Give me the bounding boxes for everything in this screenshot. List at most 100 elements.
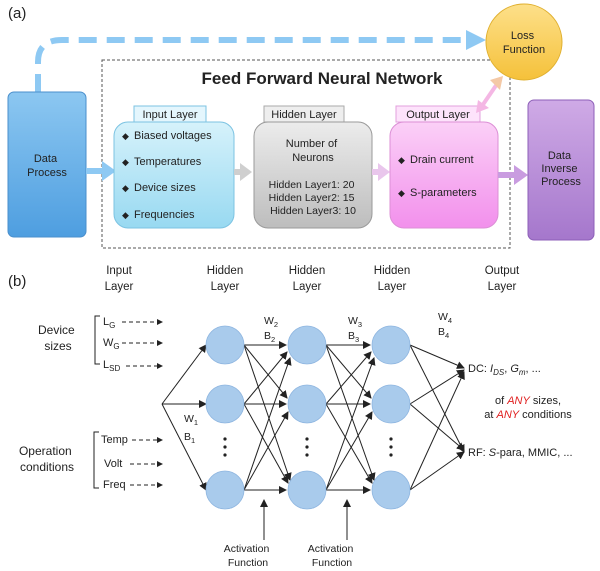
output-connection (409, 451, 465, 491)
dc-output-label: DC: IDS, Gm, ... (468, 363, 541, 377)
neuron-hidden2-2 (287, 384, 327, 424)
any-highlight: ANY (506, 395, 530, 407)
hidden-connection (325, 351, 372, 405)
bias-b3: B3 (348, 330, 359, 344)
hidden-connection (243, 357, 292, 491)
input-item-bullet: ◆ (122, 157, 129, 167)
ellipsis-dot (223, 453, 227, 457)
input-item: Temperatures (134, 156, 202, 168)
neuron-hidden3-3 (371, 470, 411, 510)
output-loss-arrowhead-down (476, 100, 489, 113)
ffnn-frame (101, 59, 511, 249)
neuron-hidden3-1 (371, 325, 411, 365)
input-connection (161, 344, 207, 405)
weight-labels: W1 B1 W2 B2 W3 B3 W4 B4 (184, 311, 452, 445)
ellipsis-dot (223, 437, 227, 441)
device-input-lg: LG (103, 316, 115, 330)
data-process-label: Data Process (27, 153, 67, 179)
bias-b1: B1 (184, 431, 195, 445)
neuron-hidden1-2 (205, 384, 245, 424)
input-item-bullet: ◆ (122, 210, 129, 220)
operation-inputs: Temp Volt Freq (101, 434, 128, 491)
output-connection (409, 403, 465, 451)
data-inverse-box (527, 99, 595, 241)
ellipsis-dots (223, 437, 393, 457)
input-item: Biased voltages (134, 130, 212, 142)
hidden-connection (243, 351, 288, 405)
hidden-connection (325, 357, 376, 491)
device-sizes-label: Device sizes (38, 323, 78, 353)
hidden-connection (325, 411, 373, 491)
ellipsis-dot (389, 445, 393, 449)
output-layer-items: ◆ Drain current ◆ S-parameters (398, 154, 477, 199)
input-layer-tab-label: Input Layer (142, 109, 197, 121)
hidden-connection (325, 344, 372, 399)
device-sizes-bracket (94, 315, 100, 365)
output-item-bullet: ◆ (398, 155, 405, 165)
output-connection (409, 371, 465, 491)
output-layer-tab-label: Output Layer (406, 109, 470, 121)
loss-feedback-arrow-head (466, 30, 486, 50)
output-loss-arrowhead-up (490, 76, 503, 90)
arrow-to-hidden (234, 163, 252, 181)
ellipsis-dot (305, 445, 309, 449)
operation-input-volt: Volt (104, 458, 122, 470)
activation-function-label-1: Activation Function (224, 543, 272, 569)
loss-function-label: Loss Function (503, 30, 545, 56)
operation-conditions-label: Operation conditions (19, 444, 75, 474)
input-connection (161, 403, 207, 491)
output-item: Drain current (410, 154, 474, 166)
hidden-connection (325, 344, 376, 481)
neuron-hidden2-3 (287, 470, 327, 510)
ellipsis-dot (389, 437, 393, 441)
ellipsis-dot (389, 453, 393, 457)
output-item: S-parameters (410, 187, 477, 199)
weight-w3: W3 (348, 315, 362, 329)
weight-w4: W4 (438, 311, 452, 325)
neuron-hidden1-3 (205, 470, 245, 510)
input-layer-items: ◆ Biased voltages ◆ Temperatures ◆ Devic… (122, 130, 212, 221)
hidden-connection (243, 344, 292, 481)
arrow-to-inverse (498, 165, 528, 185)
device-inputs: LG WG LSD (103, 316, 120, 373)
operation-input-temp: Temp (101, 434, 128, 446)
bias-b2: B2 (264, 330, 275, 344)
panel-a-label: (a) (8, 5, 26, 22)
arrow-to-output (372, 163, 390, 181)
neuron-hidden3-2 (371, 384, 411, 424)
data-process-box (7, 91, 87, 238)
any-highlight: ANY (496, 409, 520, 421)
rf-output-label: RF: S-para, MMIC, ... (468, 447, 573, 459)
hidden-neurons-label: Number of Neurons (286, 138, 340, 164)
loss-feedback-arrow-path (35, 37, 470, 92)
ellipsis-dot (305, 437, 309, 441)
hidden-layer-details: Hidden Layer1: 20 Hidden Layer2: 15 Hidd… (269, 179, 358, 217)
ellipsis-dot (223, 445, 227, 449)
input-item-bullet: ◆ (122, 183, 129, 193)
ellipsis-dot (305, 453, 309, 457)
hidden-layer-tab-label: Hidden Layer (271, 109, 337, 121)
network-connections (161, 341, 465, 540)
operation-input-freq: Freq (103, 479, 126, 491)
input-item-bullet: ◆ (122, 131, 129, 141)
input-item: Frequencies (134, 209, 195, 221)
weight-w1: W1 (184, 413, 198, 427)
neuron-hidden1-1 (205, 325, 245, 365)
weight-w2: W2 (264, 315, 278, 329)
hidden-connection (243, 403, 289, 484)
bias-b4: B4 (438, 326, 449, 340)
input-item: Device sizes (134, 182, 196, 194)
panel-b-label: (b) (8, 273, 26, 290)
any-conditions-label: at ANY conditions (484, 409, 572, 421)
neurons (205, 325, 411, 510)
output-loss-arrow (480, 82, 499, 108)
output-connection (409, 369, 465, 405)
hidden-connection (325, 403, 373, 484)
